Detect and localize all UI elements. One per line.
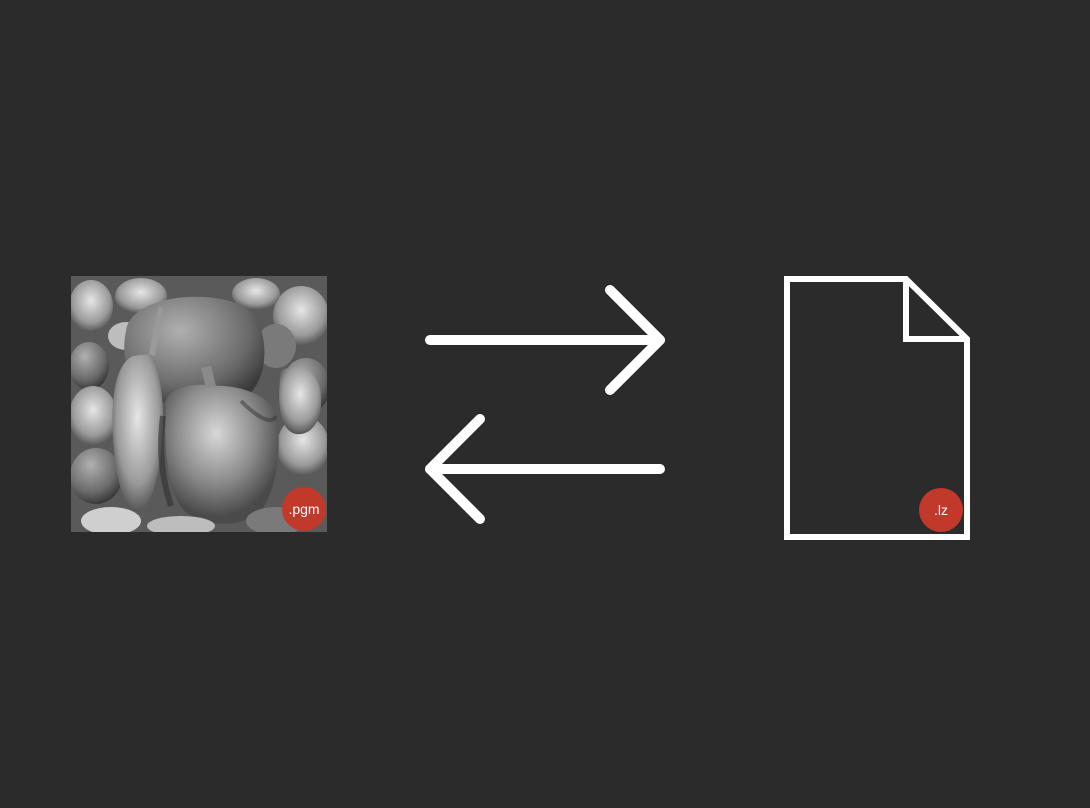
- pgm-image-thumbnail: [71, 276, 327, 532]
- pgm-format-badge: .pgm: [282, 487, 326, 531]
- arrow-right-icon: [425, 285, 665, 395]
- peppers-image: [71, 276, 327, 532]
- arrow-left-icon: [425, 414, 665, 524]
- conversion-arrows: [425, 285, 665, 524]
- blank-document-icon: [784, 276, 970, 540]
- lz-format-badge: .lz: [919, 488, 963, 532]
